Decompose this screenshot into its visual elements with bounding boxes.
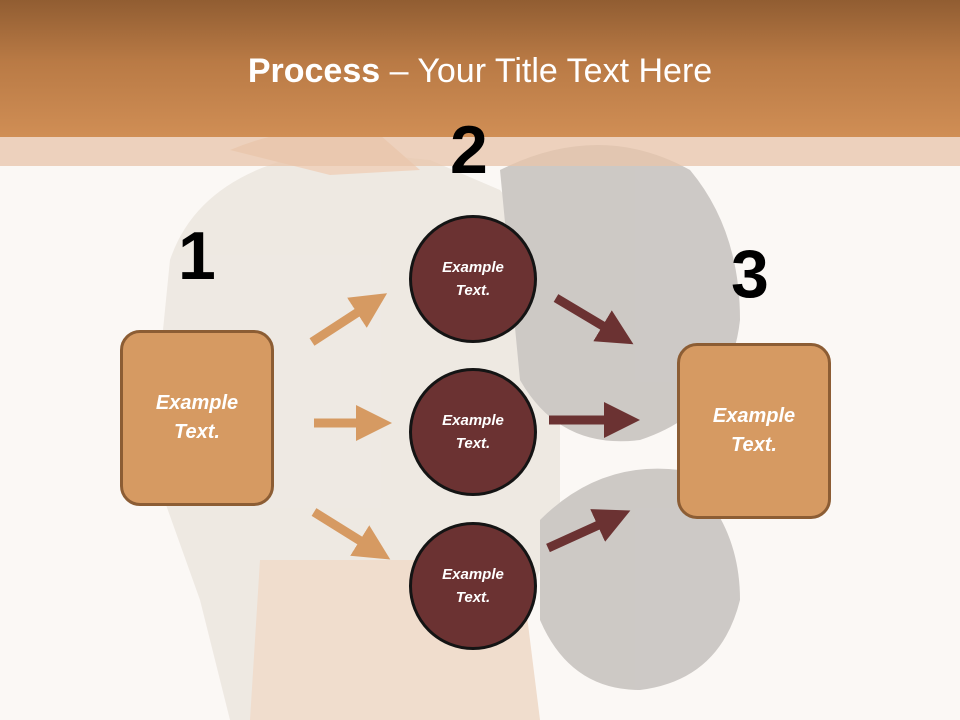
- header-bar: [0, 0, 960, 137]
- process-node-bottom: Example Text.: [409, 522, 537, 650]
- header-band: [0, 137, 960, 166]
- title-rest: – Your Title Text Here: [380, 52, 713, 90]
- title-bold: Process: [247, 52, 381, 90]
- step-number-3: 3: [731, 236, 769, 312]
- step-box-3: Example Text.: [677, 343, 831, 519]
- process-node-top: Example Text.: [409, 215, 537, 343]
- arrow-to-node-bottom: [311, 508, 391, 560]
- arrow-from-node-top: [553, 294, 634, 345]
- arrow-to-node-top: [309, 293, 388, 346]
- slide-title: Process – Your Title Text Here: [0, 52, 960, 91]
- arrow-from-node-bottom: [546, 509, 631, 553]
- step-number-1: 1: [178, 218, 216, 294]
- step-box-1: Example Text.: [120, 330, 274, 506]
- process-node-middle: Example Text.: [409, 368, 537, 496]
- step-number-2: 2: [450, 112, 488, 188]
